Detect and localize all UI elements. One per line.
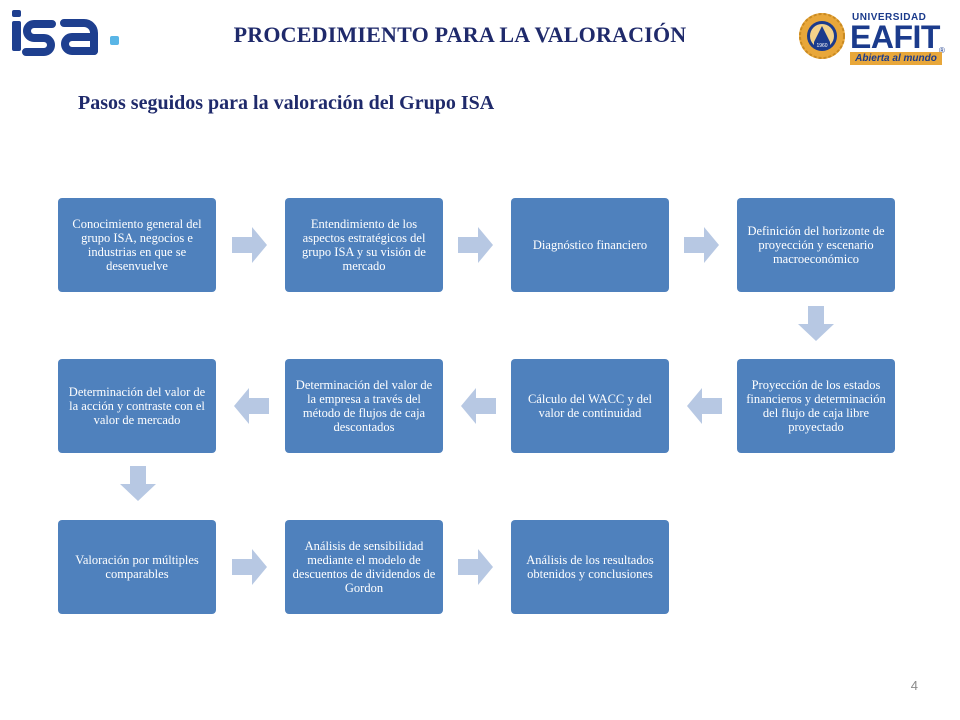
- step-box-2: Entendimiento de los aspectos estratégic…: [285, 198, 443, 292]
- eafit-tagline: Abierta al mundo: [850, 52, 942, 65]
- step-box-11: Análisis de los resultados obtenidos y c…: [511, 520, 669, 614]
- step-box-8: Determinación del valor de la acción y c…: [58, 359, 216, 453]
- arrow-right-icon: [232, 549, 267, 585]
- eafit-wordmark: EAFIT: [850, 19, 940, 55]
- isa-logo: [12, 10, 119, 56]
- step-box-6: Cálculo del WACC y del valor de continui…: [511, 359, 669, 453]
- arrow-right-icon: [232, 227, 267, 263]
- eafit-university-label: UNIVERSIDAD: [852, 12, 927, 23]
- page-number: 4: [910, 678, 918, 693]
- step-box-7: Determinación del valor de la empresa a …: [285, 359, 443, 453]
- arrow-right-icon: [684, 227, 719, 263]
- arrow-right-icon: [458, 227, 493, 263]
- eafit-registered-mark: ®: [939, 46, 945, 55]
- step-box-1: Conocimiento general del grupo ISA, nego…: [58, 198, 216, 292]
- eafit-logo: 1960 UNIVERSIDAD EAFIT ® Abierta al mund…: [796, 6, 956, 68]
- eafit-seal-icon: 1960: [799, 13, 845, 59]
- step-box-3: Diagnóstico financiero: [511, 198, 669, 292]
- page-title: PROCEDIMIENTO PARA LA VALORACIÓN: [233, 22, 687, 47]
- arrow-down-icon: [120, 466, 156, 501]
- step-box-10: Análisis de sensibilidad mediante el mod…: [285, 520, 443, 614]
- slide-subtitle: Pasos seguidos para la valoración del Gr…: [78, 92, 495, 114]
- step-box-4: Definición del horizonte de proyección y…: [737, 198, 895, 292]
- step-box-9: Valoración por múltiples comparables: [58, 520, 216, 614]
- arrow-left-icon: [461, 388, 496, 424]
- arrow-left-icon: [687, 388, 722, 424]
- arrow-down-icon: [798, 306, 834, 341]
- arrow-right-icon: [458, 549, 493, 585]
- arrow-left-icon: [234, 388, 269, 424]
- svg-text:1960: 1960: [816, 43, 827, 49]
- step-box-5: Proyección de los estados financieros y …: [737, 359, 895, 453]
